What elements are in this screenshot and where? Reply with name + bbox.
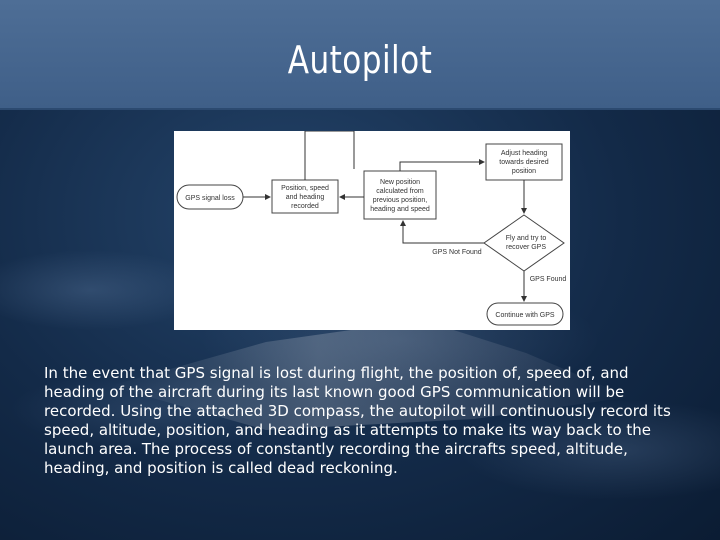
node-adjust-label-3: position [512, 168, 536, 175]
node-calculate-label-3: previous position, [373, 197, 428, 204]
node-calculate-label-4: heading and speed [370, 206, 430, 213]
node-adjust-label-2: towards desired [499, 159, 549, 166]
slide-body-text: In the event that GPS signal is lost dur… [44, 364, 671, 477]
node-decision-label-1: Fly and try to [506, 235, 547, 242]
edge-calc-to-adjust [399, 159, 485, 171]
edge-not-found-label: GPS Not Found [432, 249, 482, 256]
flowchart-diagram: GPS signal loss Position, speed and head… [174, 130, 570, 330]
node-adjust-label-1: Adjust heading [501, 150, 547, 157]
node-gps-signal-loss-label: GPS signal loss [185, 195, 235, 202]
node-record-label-3: recorded [291, 203, 319, 210]
node-continue-label: Continue with GPS [495, 312, 554, 319]
node-record-label-1: Position, speed [281, 185, 329, 192]
node-record-label-2: and heading [286, 194, 325, 201]
node-decision-diamond [483, 214, 565, 272]
flowchart-svg: GPS signal loss Position, speed and head… [176, 130, 567, 326]
node-calculate [363, 170, 437, 220]
edge-record-loop [304, 130, 355, 180]
edge-decision-not-found [400, 220, 484, 244]
node-calculate-label-1: New position [380, 179, 420, 186]
edge-found-label: GPS Found [530, 276, 567, 283]
node-continue-gps [486, 302, 564, 326]
title-bar: Autopilot [0, 0, 720, 110]
node-decision-label-2: recover GPS [506, 244, 546, 251]
slide-title: Autopilot [287, 38, 433, 82]
node-calculate-label-2: calculated from [376, 188, 424, 195]
